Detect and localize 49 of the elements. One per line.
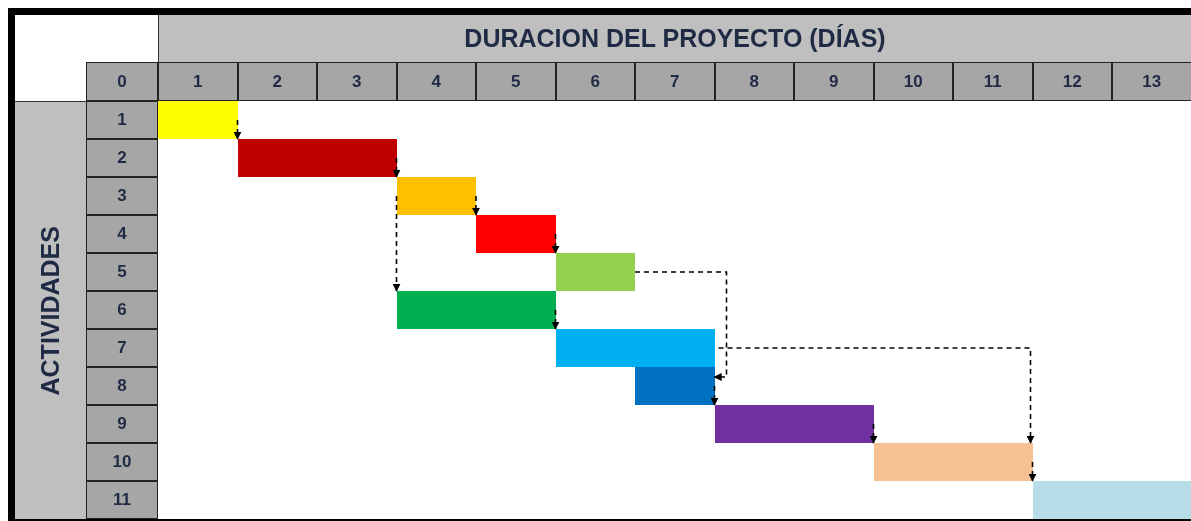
- day-number: 2: [237, 62, 317, 101]
- activity-number: 11: [86, 481, 158, 519]
- day-number: 11: [953, 62, 1033, 101]
- gantt-bar: [555, 253, 635, 291]
- gantt-bar: [158, 101, 238, 139]
- day-number: 8: [714, 62, 794, 101]
- activity-number: 5: [86, 253, 158, 291]
- gantt-bar: [237, 139, 397, 177]
- dependency-arrow: [551, 233, 560, 254]
- gantt-bar: [396, 291, 556, 329]
- activity-number: 6: [86, 291, 158, 329]
- table-header: DURACION DEL PROYECTO (DÍAS): [158, 15, 1191, 62]
- day-number: 1: [158, 62, 238, 101]
- day-number: 10: [873, 62, 953, 101]
- day-number: 9: [794, 62, 874, 101]
- gantt-bar: [555, 329, 715, 367]
- day-number: 13: [1112, 62, 1191, 101]
- gantt-bar: [714, 405, 874, 443]
- gantt-bar: [873, 443, 1033, 481]
- day-number: 3: [317, 62, 397, 101]
- dependency-arrow: [392, 195, 401, 292]
- dependency-arrow: [1028, 461, 1037, 482]
- dependency-arrow: [551, 309, 560, 330]
- dependency-arrow: [717, 347, 1035, 444]
- activity-number: 2: [86, 139, 158, 177]
- activity-number: 10: [86, 443, 158, 481]
- dependency-arrow: [710, 385, 719, 406]
- activity-number: 9: [86, 405, 158, 443]
- activity-number: 4: [86, 215, 158, 253]
- activity-number: 1: [86, 101, 158, 139]
- day-number: 6: [555, 62, 635, 101]
- activity-number: 7: [86, 329, 158, 367]
- dependency-arrow: [392, 157, 401, 178]
- day-number: 4: [396, 62, 476, 101]
- dependency-arrow: [869, 423, 878, 444]
- day-number: 12: [1032, 62, 1112, 101]
- day-number: 5: [476, 62, 556, 101]
- axis-title: ACTIVIDADES: [34, 225, 65, 396]
- dependency-arrow: [472, 195, 480, 216]
- gantt-bar: [1032, 481, 1191, 519]
- day-number: 0: [86, 62, 158, 101]
- gantt-bar: [635, 367, 715, 405]
- activity-number: 3: [86, 177, 158, 215]
- dependency-arrow: [634, 271, 728, 381]
- gantt-bar: [396, 177, 476, 215]
- day-number: 7: [635, 62, 715, 101]
- dependency-arrow: [233, 119, 242, 140]
- activity-number: 8: [86, 367, 158, 405]
- gantt-bar: [476, 215, 556, 253]
